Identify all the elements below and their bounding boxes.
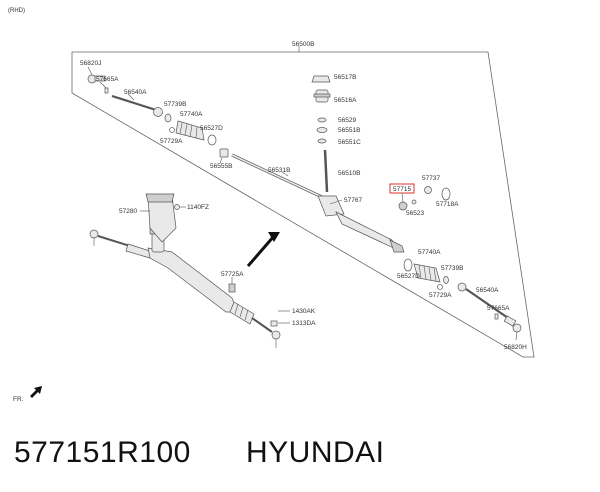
front-arrow-icon <box>30 386 42 398</box>
band-56527D-top <box>207 134 217 146</box>
callout-56529: 56529 <box>338 117 356 124</box>
tie-rod-left <box>111 94 163 117</box>
callout-57740A-bottom: 57740A <box>418 249 441 256</box>
callout-56510B: 56510B <box>338 170 360 177</box>
steering-gear-assembly <box>89 210 281 348</box>
leader-57767 <box>329 199 343 205</box>
nut-57665A-top <box>99 81 109 94</box>
callout-56540A-top: 56540A <box>124 89 147 96</box>
spring-57737 <box>424 186 432 194</box>
tie-rod-end-right <box>503 315 522 341</box>
rack-housing-top <box>317 195 405 253</box>
callout-57729A-top: 57729A <box>160 138 183 145</box>
tie-rod-end-left <box>87 66 106 84</box>
leader-56531B <box>281 171 289 177</box>
callout-56517B: 56517B <box>334 74 356 81</box>
callout-56551C: 56551C <box>338 139 361 146</box>
assembly-frame <box>71 51 535 358</box>
bellows-boot-bottom <box>413 263 441 283</box>
callout-57737: 57737 <box>422 175 440 182</box>
callout-56555B: 56555B <box>210 163 232 170</box>
callout-56540A-bottom: 56540A <box>476 287 499 294</box>
callout-56820J: 56820J <box>80 60 101 67</box>
callout-57767: 57767 <box>344 197 362 204</box>
band-56527D-bottom <box>403 258 413 272</box>
view-transition-arrow <box>246 232 280 267</box>
callout-57740A-top: 57740A <box>180 111 203 118</box>
yoke-plug-57715 <box>398 192 408 211</box>
callout-57665A-bottom: 57665A <box>487 305 510 312</box>
cover-56517B <box>311 75 331 83</box>
bracket-57280 <box>145 193 177 243</box>
callout-1430AK: 1430AK <box>292 308 316 315</box>
callout-57280: 57280 <box>119 208 137 215</box>
brand-name: HYUNDAI <box>246 436 385 469</box>
callout-56527D-bottom: 56527D <box>397 273 420 280</box>
callout-56516A: 56516A <box>334 97 357 104</box>
callout-57715: 57715 <box>393 186 411 193</box>
callout-1140FZ: 1140FZ <box>187 204 209 211</box>
callout-1313DA: 1313DA <box>292 320 316 327</box>
callout-57665A-top: 57665A <box>96 76 119 83</box>
callout-56551B: 56551B <box>338 127 360 134</box>
seal-57718A <box>441 187 451 201</box>
part-number: 577151R100 <box>14 436 191 469</box>
variant-label: (RHD) <box>8 8 25 14</box>
callout-57739B-bottom: 57739B <box>441 265 463 272</box>
callout-56531B: 56531B <box>268 167 290 174</box>
callout-57718A: 57718A <box>436 201 459 208</box>
pinion-56510B <box>323 149 329 193</box>
clip-57739B-top <box>164 113 172 123</box>
nut-57665A-bottom <box>494 313 499 320</box>
nut-1313DA <box>270 320 290 327</box>
bearing-56551C <box>317 138 327 144</box>
bushing-56555B <box>219 148 229 164</box>
rack-bar-56531B <box>231 153 323 199</box>
bolt-1140FZ <box>174 204 186 210</box>
clip-57729A-top <box>169 127 175 133</box>
leader-56540A-top <box>127 93 135 101</box>
seal-56516A <box>313 89 331 103</box>
bearing-56551B <box>316 127 328 133</box>
callout-56523: 56523 <box>406 210 424 217</box>
callout-57739B-top: 57739B <box>164 101 186 108</box>
bellows-boot-top <box>175 120 205 141</box>
clip-57739B-bottom <box>443 276 449 284</box>
clip-57729A-bottom <box>437 284 443 290</box>
callout-56527D-top: 56527D <box>200 125 223 132</box>
nut-56523 <box>411 199 417 205</box>
callout-56820H: 56820H <box>504 344 527 351</box>
tie-rod-right <box>457 282 509 319</box>
ring-56529 <box>317 117 327 123</box>
mount-57725A <box>228 277 236 293</box>
callout-57729A-bottom: 57729A <box>429 292 452 299</box>
callout-57725A: 57725A <box>221 271 244 278</box>
assembly-label: 56500B <box>292 41 314 48</box>
front-orientation-label: FR. <box>13 396 24 403</box>
